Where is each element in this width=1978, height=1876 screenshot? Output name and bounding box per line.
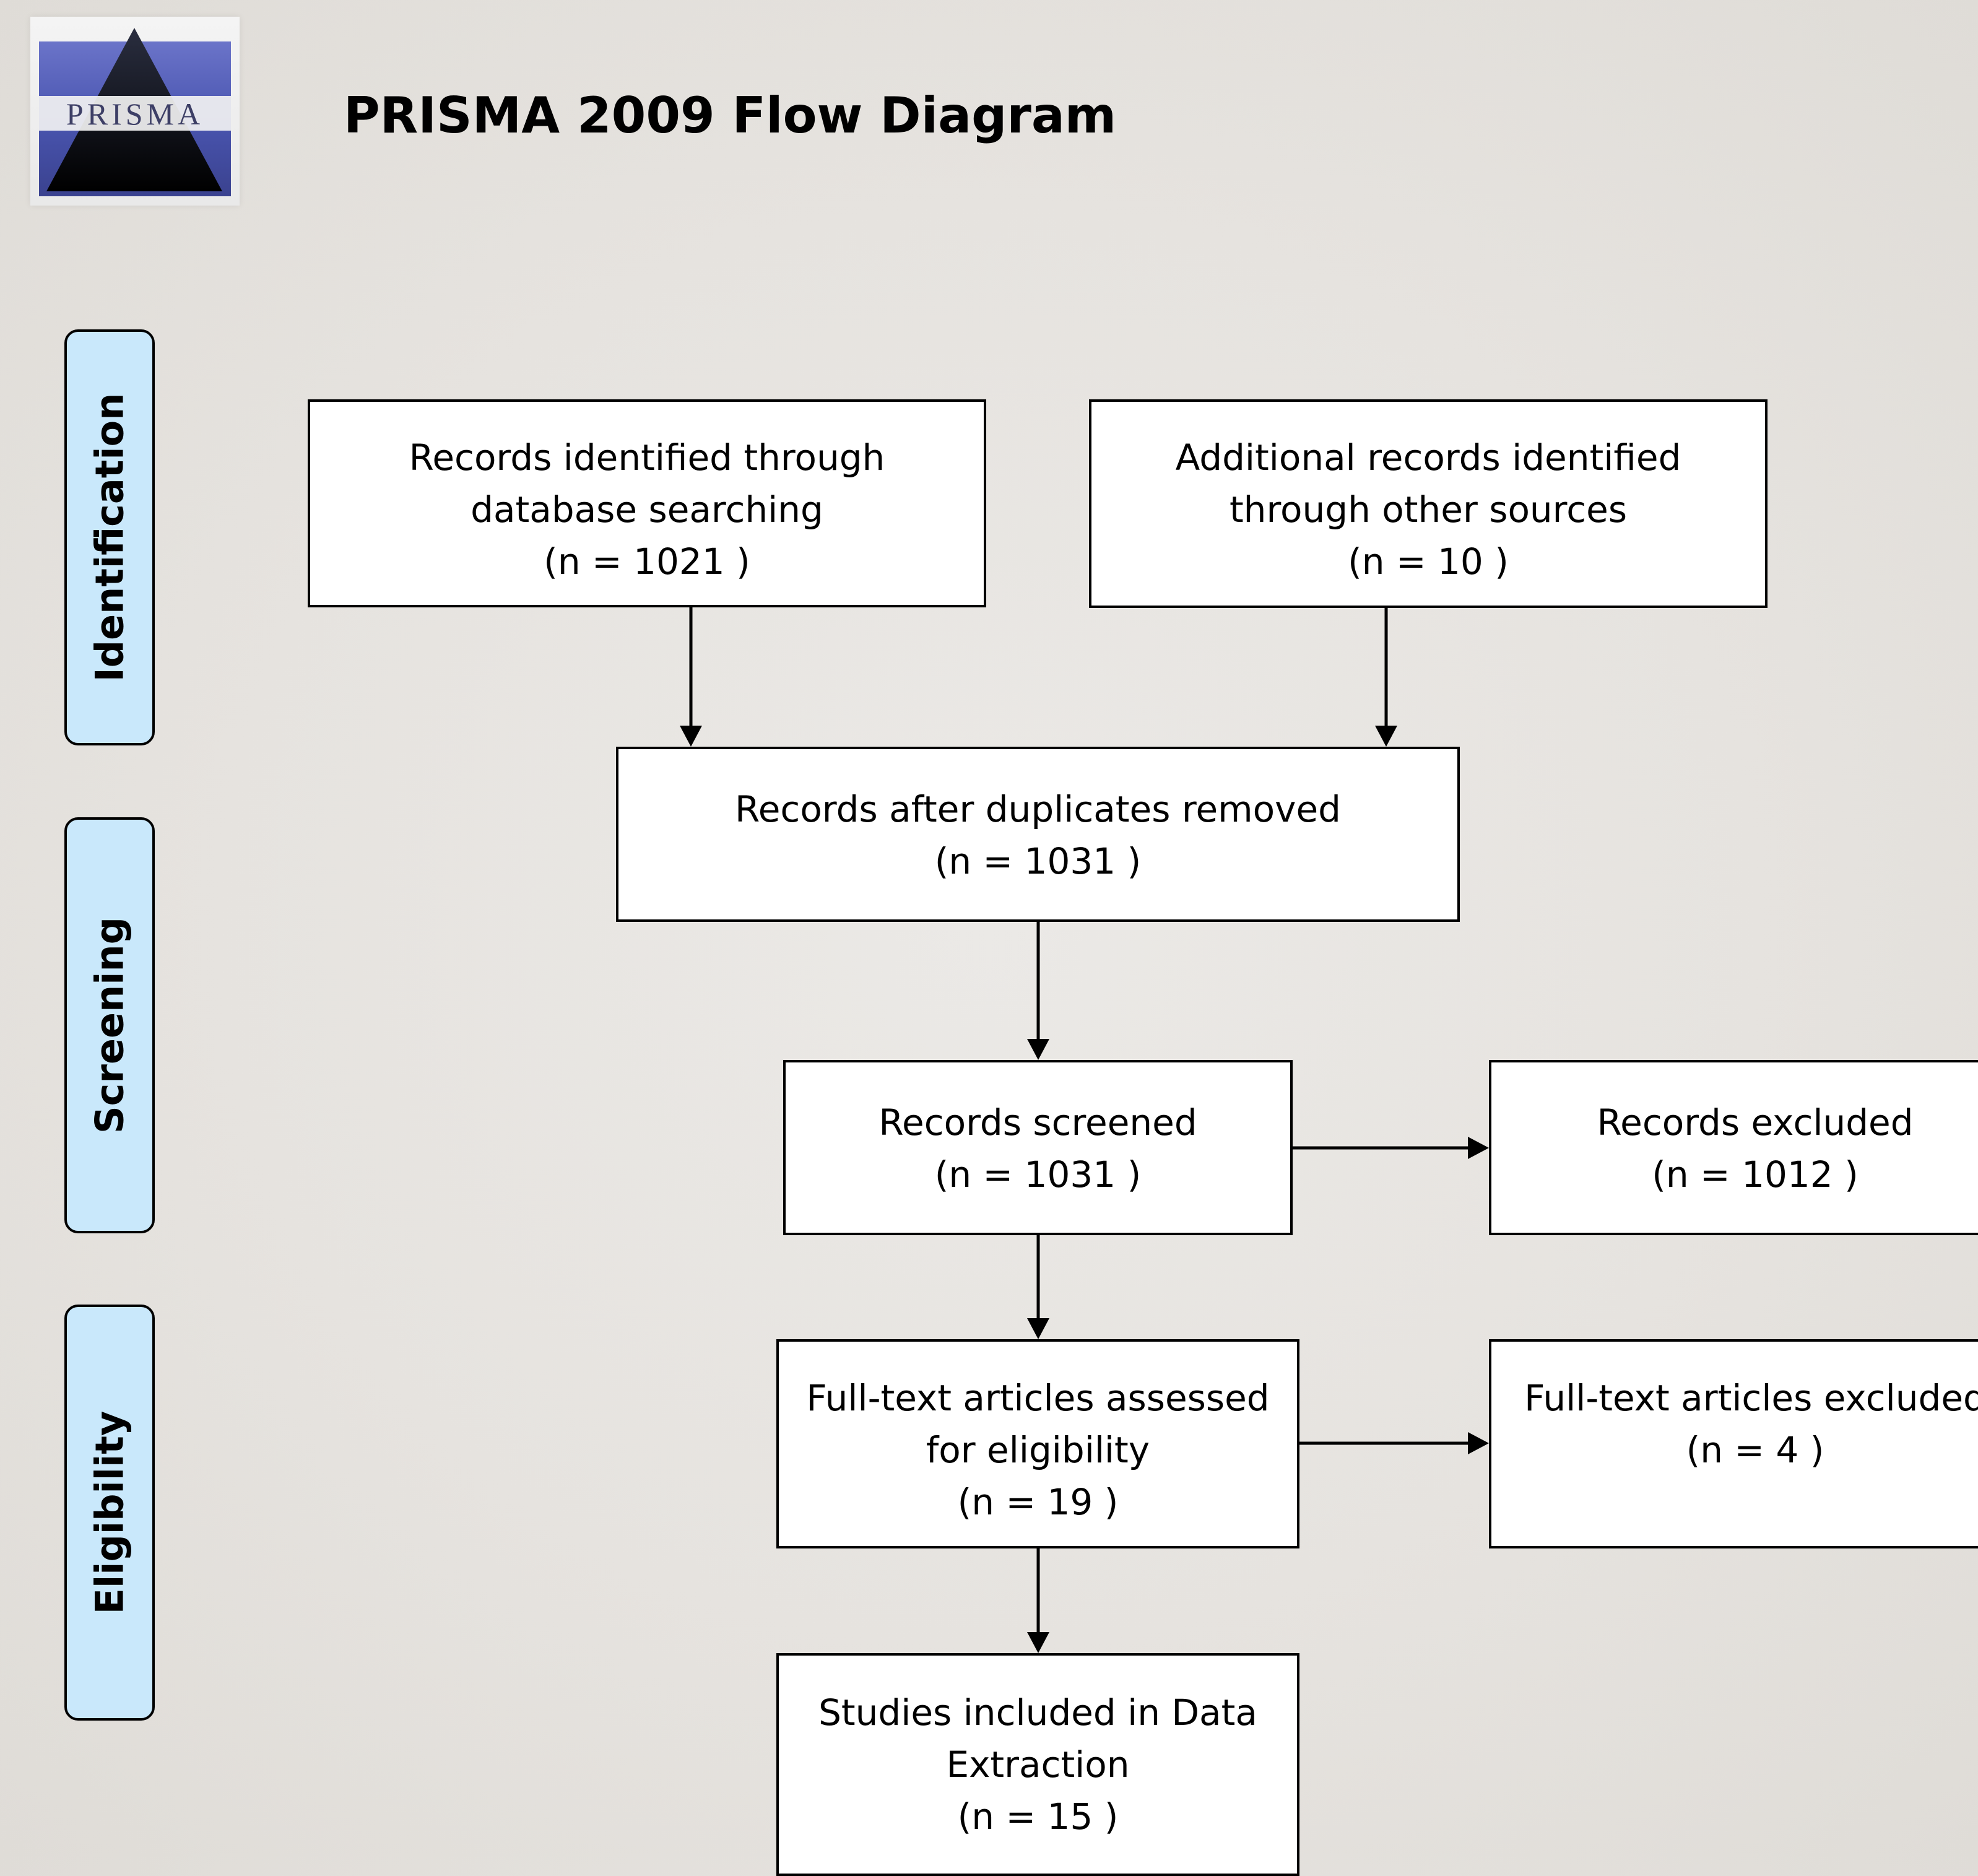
box-count: (n = 4 ) bbox=[1686, 1429, 1824, 1471]
box-text-line: Full-text articles assessed bbox=[806, 1377, 1270, 1419]
arrow-screened-to-excluded bbox=[1293, 1137, 1489, 1159]
prisma-logo: PRISMA bbox=[30, 17, 240, 206]
box-count: (n = 1012 ) bbox=[1652, 1153, 1859, 1196]
box-fulltext-excluded: Full-text articles excluded (n = 4 ) bbox=[1489, 1339, 1978, 1548]
box-text-line: Records screened bbox=[878, 1101, 1197, 1144]
stage-identification: Identification bbox=[64, 329, 155, 745]
box-count: (n = 19 ) bbox=[957, 1481, 1119, 1523]
box-count: (n = 1031 ) bbox=[934, 1153, 1142, 1196]
box-count: (n = 10 ) bbox=[1348, 541, 1509, 583]
box-text-line: Studies included in Data bbox=[818, 1691, 1257, 1734]
box-text-line: Extraction bbox=[946, 1744, 1130, 1786]
box-text-line: Records identified through bbox=[409, 436, 885, 479]
box-text-line: through other sources bbox=[1229, 489, 1628, 531]
box-after-duplicates: Records after duplicates removed (n = 10… bbox=[616, 747, 1460, 922]
box-text-line: Records excluded bbox=[1597, 1101, 1914, 1144]
box-count: (n = 15 ) bbox=[957, 1796, 1119, 1838]
box-text-line: Full-text articles excluded bbox=[1524, 1377, 1978, 1419]
box-records-excluded: Records excluded (n = 1012 ) bbox=[1489, 1060, 1978, 1235]
prisma-logo-graphic: PRISMA bbox=[39, 28, 231, 196]
stage-screening: Screening bbox=[64, 817, 155, 1233]
arrow-fulltext-to-excluded bbox=[1299, 1432, 1489, 1454]
box-other-sources: Additional records identified through ot… bbox=[1089, 399, 1768, 608]
box-text-line: Additional records identified bbox=[1175, 436, 1681, 479]
box-fulltext-assessed: Full-text articles assessed for eligibil… bbox=[776, 1339, 1299, 1548]
logo-text: PRISMA bbox=[66, 97, 204, 131]
arrow-screened-to-fulltext bbox=[1027, 1235, 1049, 1339]
box-records-screened: Records screened (n = 1031 ) bbox=[783, 1060, 1293, 1235]
page-title: PRISMA 2009 Flow Diagram bbox=[344, 87, 1117, 144]
box-text-line: for eligibility bbox=[926, 1429, 1150, 1471]
arrow-duplicates-to-screened bbox=[1027, 922, 1049, 1060]
stage-eligibility: Eligibility bbox=[64, 1305, 155, 1721]
arrow-db-to-duplicates bbox=[680, 607, 702, 747]
arrow-other-to-duplicates bbox=[1375, 608, 1397, 747]
arrow-fulltext-to-included bbox=[1027, 1548, 1049, 1653]
box-studies-included: Studies included in Data Extraction (n =… bbox=[776, 1653, 1299, 1876]
stage-label-screening: Screening bbox=[87, 917, 132, 1134]
box-count: (n = 1021 ) bbox=[544, 541, 750, 583]
stage-label-eligibility: Eligibility bbox=[87, 1410, 132, 1615]
box-database-search: Records identified through database sear… bbox=[308, 399, 986, 607]
stage-label-identification: Identification bbox=[87, 393, 132, 682]
box-text-line: Records after duplicates removed bbox=[735, 788, 1341, 830]
box-text-line: database searching bbox=[471, 489, 823, 531]
box-count: (n = 1031 ) bbox=[934, 840, 1142, 882]
